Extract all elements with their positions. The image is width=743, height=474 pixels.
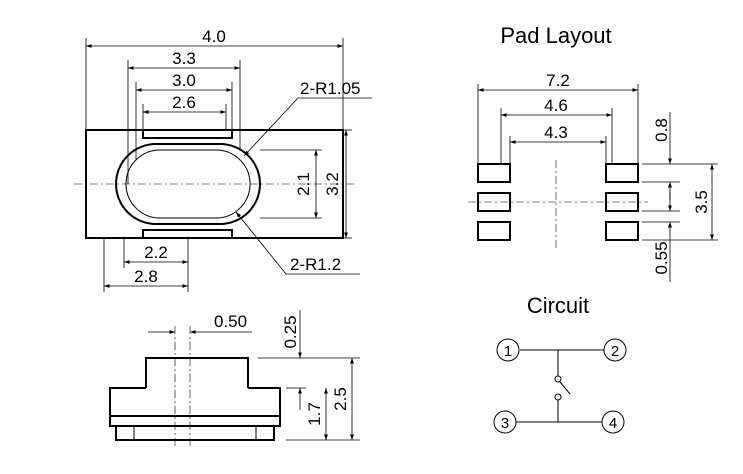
side-body-upper xyxy=(109,387,281,416)
pad-right-bottom xyxy=(605,221,639,241)
actuator-frame xyxy=(142,130,233,238)
pin-2-circle xyxy=(603,338,627,362)
dim-2-6: 2.6 xyxy=(172,93,196,112)
circuit: Circuit 1 2 3 4 xyxy=(493,293,627,434)
pin-4-label: 4 xyxy=(609,415,617,432)
dim-2-8: 2.8 xyxy=(134,267,158,286)
dim-4-0: 4.0 xyxy=(202,27,226,46)
dim-2-1: 2.1 xyxy=(294,172,313,196)
dim-4-6: 4.6 xyxy=(544,96,568,115)
pad-left-bottom xyxy=(477,221,511,241)
dim-7-2: 7.2 xyxy=(546,71,570,90)
pin-1-circle xyxy=(496,338,520,362)
leader-r12 xyxy=(235,211,287,275)
actuator-inner-stadium xyxy=(125,149,251,219)
side-body-base xyxy=(109,415,281,427)
pad-layout-title: Pad Layout xyxy=(500,23,611,48)
actuator-stadium xyxy=(115,143,261,225)
pin-3-label: 3 xyxy=(501,415,509,432)
top-view: 4.0 3.3 3.0 2.6 2-R1.05 2.1 3.2 2.2 2.8 … xyxy=(74,27,372,292)
dim-0-50: 0.50 xyxy=(214,312,247,331)
dim-1-7: 1.7 xyxy=(305,402,324,426)
pin-3-circle xyxy=(493,410,517,434)
side-actuator xyxy=(145,357,249,388)
switch-contact-bottom xyxy=(554,393,562,401)
pin-1-label: 1 xyxy=(504,343,512,360)
switch-contact-top xyxy=(554,375,562,383)
pad-left-top xyxy=(477,163,511,183)
dim-0-25: 0.25 xyxy=(281,315,300,348)
pad-right-top xyxy=(605,163,639,183)
dim-2-5: 2.5 xyxy=(331,387,350,411)
dim-3-5: 3.5 xyxy=(692,190,711,214)
dim-3-3: 3.3 xyxy=(172,49,196,68)
radius-label-2: 2-R1.2 xyxy=(290,255,341,274)
pad-layout: Pad Layout 7.2 4.6 4.3 0.8 xyxy=(468,23,718,282)
dim-2-2: 2.2 xyxy=(144,243,168,262)
circuit-title: Circuit xyxy=(527,293,589,318)
pad-left-mid xyxy=(477,192,511,212)
side-terminals xyxy=(115,425,275,441)
pad-right-mid xyxy=(605,192,639,212)
dim-3-0: 3.0 xyxy=(172,71,196,90)
leader-r105 xyxy=(243,97,299,157)
side-view: 0.50 0.25 1.7 2.5 xyxy=(109,310,360,446)
dim-0-8: 0.8 xyxy=(652,118,671,142)
dim-0-55: 0.55 xyxy=(652,241,671,274)
pin-4-circle xyxy=(601,410,625,434)
dim-4-3: 4.3 xyxy=(544,123,568,142)
radius-label-1: 2-R1.05 xyxy=(300,79,360,98)
dim-3-2: 3.2 xyxy=(323,172,342,196)
switch-blade xyxy=(559,381,571,395)
pin-2-label: 2 xyxy=(611,343,619,360)
